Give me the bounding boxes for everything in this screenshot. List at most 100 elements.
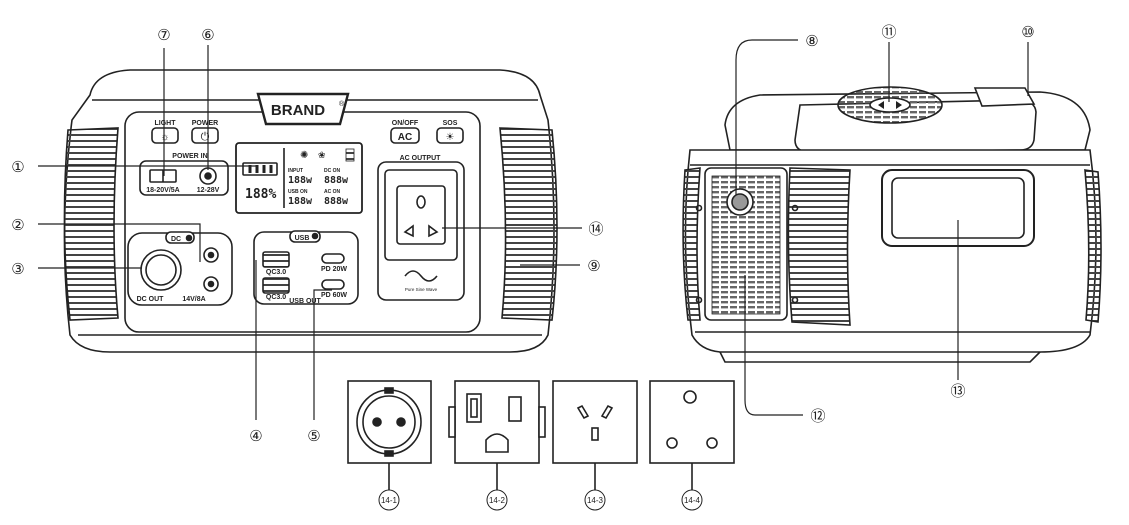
usb-in-spec: 18-20V/5A — [146, 187, 179, 194]
socket-au-pin-right — [600, 404, 614, 420]
callout-4: ④ — [249, 428, 262, 445]
lcd-screen — [235, 142, 363, 214]
leader-12 — [744, 275, 803, 416]
socket-variants — [347, 380, 735, 490]
rear-left-grip — [682, 167, 701, 321]
dc-out-spec: 14V/8A — [182, 296, 205, 303]
rear-right-grip — [1084, 169, 1102, 323]
power-label: POWER — [192, 120, 218, 127]
lcd-usb-on-label: USB ON — [288, 189, 308, 195]
ac-button[interactable] — [390, 127, 420, 144]
lcd-input-value: 188w — [288, 175, 313, 186]
socket-au — [552, 380, 638, 464]
wireless-icon — [878, 101, 902, 109]
callout-14: ⑭ — [588, 221, 603, 238]
brand-badge — [256, 92, 350, 126]
usb-badge — [289, 230, 321, 243]
leader-2 — [38, 223, 201, 262]
socket-callout-1: 14-1 — [381, 496, 398, 505]
dc-in-spec: 12-28V — [197, 187, 220, 194]
usb-c-port-1[interactable] — [321, 253, 345, 264]
socket-us-pin-right — [508, 396, 522, 422]
car-socket[interactable] — [140, 249, 182, 291]
qc-label-2: QC3.0 — [266, 294, 286, 301]
usb-out-label: USB OUT — [289, 298, 321, 305]
usb-c-port-2[interactable] — [321, 279, 345, 290]
pd-label-1: PD 20W — [321, 266, 347, 273]
light-label: LIGHT — [155, 120, 177, 127]
pd-label-2: PD 60W — [321, 292, 347, 299]
callout-numbers: ① ② ③ ④ ⑤ ⑥ ⑦ ⑧ ⑨ ⑩ ⑪ ⑫ ⑬ ⑭ — [11, 24, 1034, 445]
callout-7: ⑦ — [157, 27, 170, 44]
ac-socket-left-pin — [403, 224, 414, 238]
socket-callout-2: 14-2 — [489, 496, 506, 505]
lcd-battery-percent: 188% — [245, 187, 276, 202]
lcd-level-icon — [345, 148, 355, 162]
ac-socket-right-pin — [428, 224, 439, 238]
callout-13: ⑬ — [950, 383, 965, 400]
leader-8 — [735, 39, 798, 195]
lcd-dc-on-label: DC ON — [324, 168, 341, 174]
dc-out-port-2[interactable] — [203, 276, 219, 292]
sos-icon: ☀ — [446, 132, 455, 143]
dc-out-port-1[interactable] — [203, 247, 219, 263]
usb-a-port-2[interactable] — [262, 277, 290, 294]
callout-9: ⑨ — [587, 258, 600, 275]
power-icon: ⏻ — [201, 131, 210, 143]
socket-uk-pin-left — [666, 437, 678, 449]
socket-uk — [649, 380, 735, 464]
callout-3: ③ — [11, 261, 24, 278]
usb-badge-label: USB — [295, 235, 310, 242]
screw-2 — [791, 204, 799, 212]
callout-10: ⑩ — [1021, 24, 1034, 41]
lcd-ac-on-label: AC ON — [324, 189, 341, 195]
lcd-dc-on-value: 888w — [324, 175, 349, 186]
socket-us-ground — [485, 433, 509, 453]
callout-5: ⑤ — [307, 428, 320, 445]
leader-lines — [38, 39, 1029, 420]
callout-1: ① — [11, 159, 24, 176]
ac-socket-ground — [416, 195, 426, 209]
dc-in-pin — [204, 172, 212, 180]
on-off-label: ON/OFF — [392, 120, 419, 127]
rear-view — [682, 86, 1102, 363]
lcd-light-icon: ✺ — [300, 150, 308, 161]
rear-center-grip — [787, 167, 851, 326]
brand-mark: ® — [339, 100, 345, 108]
power-button[interactable] — [191, 127, 219, 144]
lcd-input-label: INPUT — [288, 168, 303, 174]
charging-pad-clip — [973, 87, 1036, 107]
wireless-charger-center — [869, 97, 911, 113]
sine-wave-icon — [404, 270, 438, 282]
callout-11: ⑪ — [881, 24, 896, 41]
usb-a-port-1[interactable] — [262, 251, 290, 268]
car-socket-inner — [145, 254, 177, 286]
usb-indicator — [311, 232, 319, 240]
socket-callouts: 14-1 14-2 14-3 14-4 — [378, 489, 703, 511]
socket-uk-pin-right — [706, 437, 718, 449]
socket-us-pin-left — [466, 393, 482, 423]
lcd-usb-on-value: 188w — [288, 196, 313, 207]
socket-au-ground — [591, 427, 599, 441]
qc-label-1: QC3.0 — [266, 269, 286, 276]
socket-eu-inner — [362, 395, 416, 449]
sos-button[interactable] — [436, 127, 464, 144]
lcd-fan-icon: ❀ — [318, 150, 326, 160]
fan-port-center — [731, 193, 749, 211]
dc-indicator — [185, 234, 193, 242]
light-button[interactable] — [151, 127, 179, 144]
power-in-label: POWER IN — [172, 153, 207, 160]
socket-au-pin-left — [576, 404, 590, 420]
ac-socket-frame — [384, 169, 458, 261]
dc-badge-label: DC — [171, 236, 181, 243]
socket-callout-4: 14-4 — [684, 496, 701, 505]
socket-eu — [347, 380, 432, 464]
sine-wave-caption: Pure Sine Wave — [405, 287, 438, 292]
front-view: BRAND ® LIGHT ☼ POWER ⏻ POWER IN 18-20V/… — [63, 69, 558, 353]
sos-label: SOS — [443, 120, 458, 127]
ac-socket[interactable] — [396, 185, 446, 245]
screw-1 — [695, 204, 703, 212]
light-icon: ☼ — [160, 132, 169, 143]
leader-5 — [313, 289, 332, 420]
